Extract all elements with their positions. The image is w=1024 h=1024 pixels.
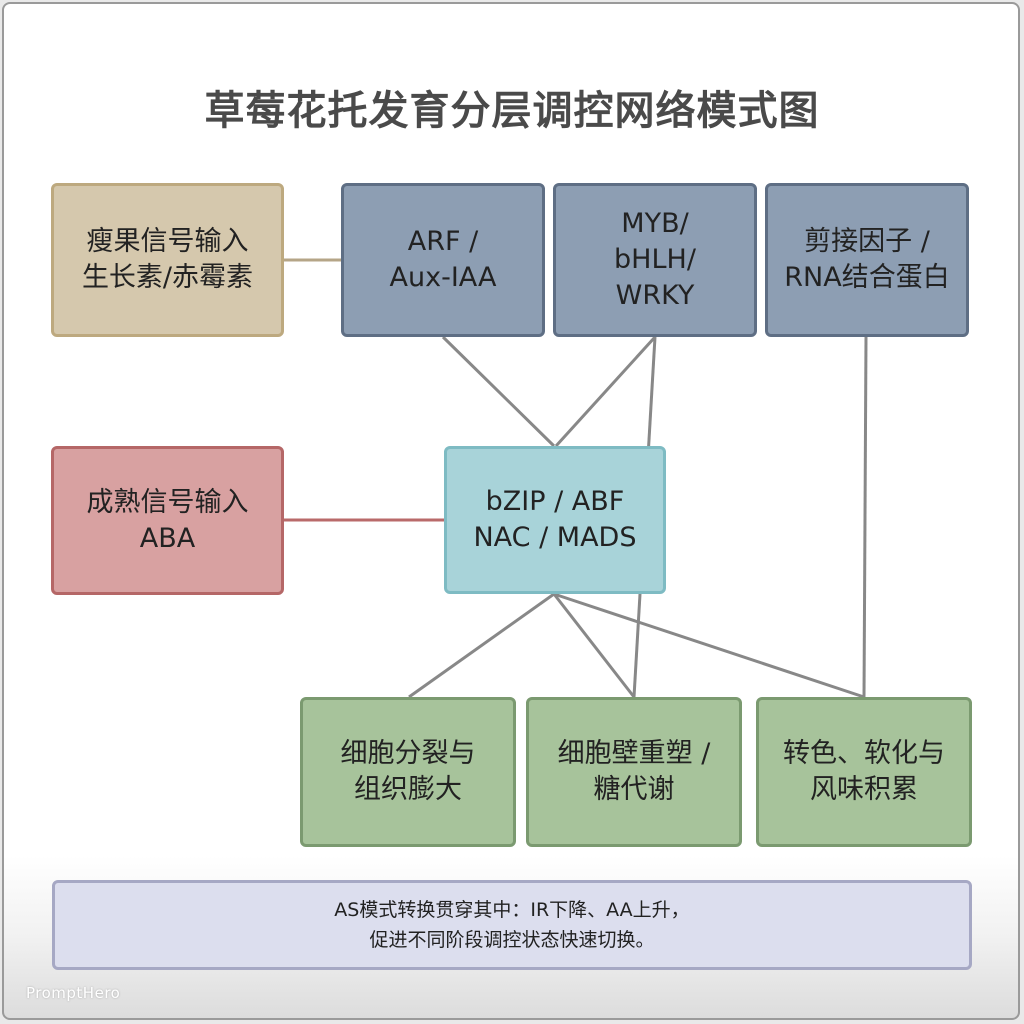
myb-bhlh-wrky-box: MYB/ bHLH/ WRKY — [553, 183, 757, 337]
link-hub-to-division — [408, 592, 555, 699]
aba-ripening-input-label: 成熟信号输入 ABA — [86, 486, 249, 554]
color-flavor-output-box: 转色、软化与 风味积累 — [756, 697, 972, 847]
link-arf-to-hub — [441, 335, 556, 448]
link-hub-to-wall — [552, 593, 636, 698]
cell-division-output-label: 细胞分裂与 组织膨大 — [340, 738, 476, 805]
color-flavor-output-label: 转色、软化与 风味积累 — [783, 738, 945, 805]
splicing-factor-label: 剪接因子 / RNA结合蛋白 — [784, 226, 950, 293]
cell-wall-sugar-output-box: 细胞壁重塑 / 糖代谢 — [526, 697, 742, 847]
auxin-gibberellin-input-box: 瘦果信号输入 生长素/赤霉素 — [51, 183, 284, 337]
arf-aux-iaa-box: ARF / Aux-IAA — [341, 183, 545, 337]
link-hub-to-color — [553, 592, 865, 699]
aba-ripening-input-box: 成熟信号输入 ABA — [51, 446, 284, 595]
alternative-splicing-note-box: AS模式转换贯穿其中：IR下降、AA上升， 促进不同阶段调控状态快速切换。 — [52, 880, 972, 970]
bzip-nac-mads-hub-box: bZIP / ABF NAC / MADS — [444, 446, 666, 594]
splicing-factor-box: 剪接因子 / RNA结合蛋白 — [765, 183, 969, 337]
arf-aux-iaa-label: ARF / Aux-IAA — [389, 226, 497, 293]
bzip-nac-mads-hub-label: bZIP / ABF NAC / MADS — [473, 486, 637, 553]
cell-division-output-box: 细胞分裂与 组织膨大 — [300, 697, 516, 847]
auxin-gibberellin-input-label: 瘦果信号输入 生长素/赤霉素 — [81, 226, 254, 293]
watermark: PromptHero — [26, 984, 121, 1002]
link-myb-to-hub — [554, 335, 657, 448]
cell-wall-sugar-output-label: 细胞壁重塑 / 糖代谢 — [557, 738, 711, 805]
alternative-splicing-note-text: AS模式转换贯穿其中：IR下降、AA上升， 促进不同阶段调控状态快速切换。 — [334, 899, 690, 951]
link-splice-to-color — [862, 336, 868, 698]
diagram-title: 草莓花托发育分层调控网络模式图 — [204, 88, 820, 134]
myb-bhlh-wrky-label: MYB/ bHLH/ WRKY — [614, 208, 696, 311]
